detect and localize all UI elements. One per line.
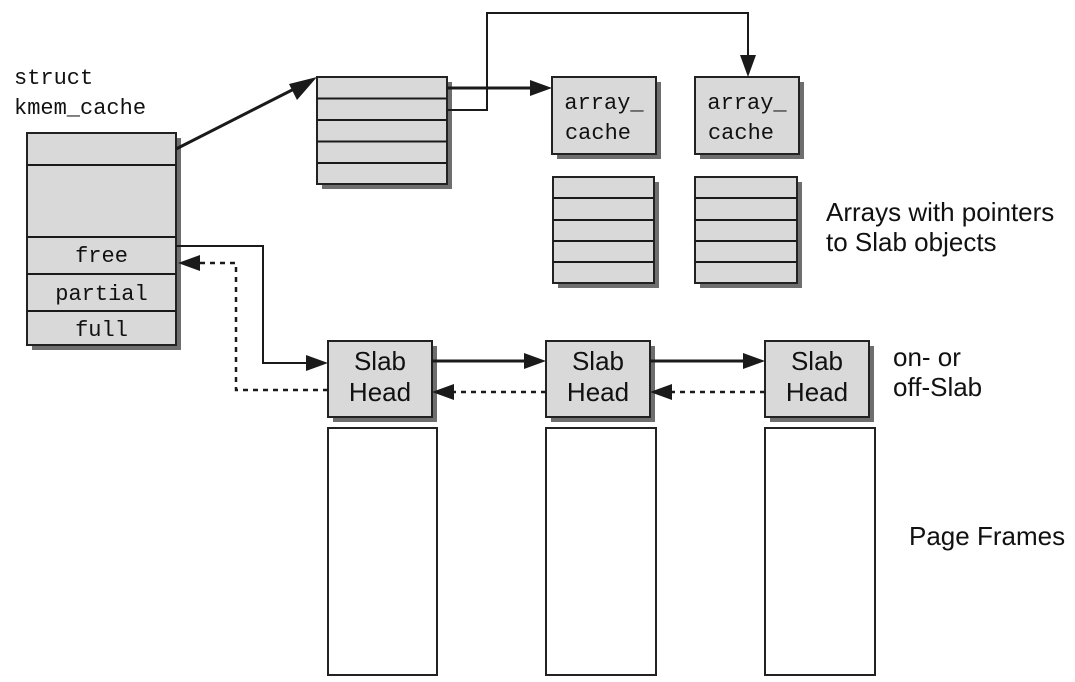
array-cache-1-line2: cache xyxy=(565,121,631,146)
slab-head-3: Slab Head xyxy=(764,340,874,422)
slab-head-1-line1: Slab xyxy=(354,346,406,376)
slab-head-3-line2: Head xyxy=(786,377,848,407)
page-frame-2 xyxy=(545,427,657,676)
object-pointer-array-2 xyxy=(694,176,802,288)
slab-head-2-line2: Head xyxy=(567,377,629,407)
arrow-to-array-cache-2 xyxy=(447,12,756,111)
struct-label-line2: kmem_cache xyxy=(14,96,146,121)
page-frame-3 xyxy=(764,427,876,676)
arrow-slab-2-to-1 xyxy=(432,384,546,400)
slab-head-3-line1: Slab xyxy=(791,346,843,376)
struct-label-line1: struct xyxy=(14,66,93,91)
arrow-slab-1-to-2 xyxy=(432,353,546,369)
slab-head-2-line1: Slab xyxy=(572,346,624,376)
object-pointer-array-1 xyxy=(552,176,659,288)
arrow-slab-head-back-to-free xyxy=(178,255,328,392)
slab-head-1: Slab Head xyxy=(327,340,437,422)
arrow-slab-3-to-2 xyxy=(650,384,765,400)
array-cache-2-line1: array_ xyxy=(707,91,787,116)
on-off-slab-line1: on- or xyxy=(893,342,961,372)
arrow-to-array-cache-1 xyxy=(447,80,552,96)
array-cache-2-line2: cache xyxy=(708,121,774,146)
on-off-slab-line2: off-Slab xyxy=(893,372,982,402)
slab-head-2: Slab Head xyxy=(545,340,655,422)
partial-field-label: partial xyxy=(55,282,147,307)
array-cache-1-line1: array_ xyxy=(564,91,644,116)
arrow-free-to-slab-head xyxy=(176,245,328,371)
arrays-label-line1: Arrays with pointers xyxy=(826,197,1054,227)
slab-head-1-line2: Head xyxy=(349,377,411,407)
arrow-slab-2-to-3 xyxy=(650,353,765,369)
page-frames-label: Page Frames xyxy=(909,521,1065,551)
kmem-cache-box: free partial full xyxy=(26,132,181,350)
arrays-label-line2: to Slab objects xyxy=(826,227,997,257)
page-frame-1 xyxy=(327,427,438,676)
array-cache-box-2: array_ cache xyxy=(694,76,804,159)
cpu-pointer-array xyxy=(316,76,452,189)
full-field-label: full xyxy=(75,318,128,343)
arrow-cache-to-array xyxy=(175,77,317,151)
free-field-label: free xyxy=(75,244,128,269)
array-cache-box-1: array_ cache xyxy=(551,76,661,159)
